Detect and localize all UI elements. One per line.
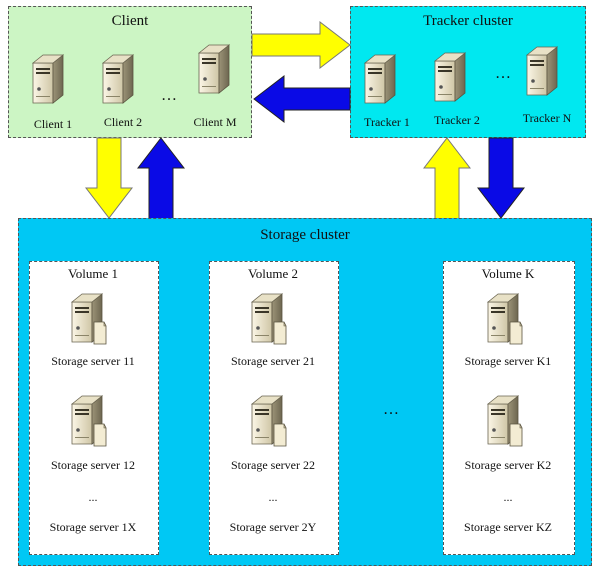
- client-2-server-icon: [102, 54, 134, 104]
- storage-server-label: Storage server K1: [464, 354, 552, 368]
- client-cluster: Client Client 1 Client 2 … Client M: [8, 6, 252, 138]
- tracker-to-client-arrow: [253, 74, 351, 124]
- volume-title: Volume K: [481, 266, 535, 281]
- storage-server-icon: [68, 288, 112, 348]
- volume-2: Volume 2 Storage server 21 Storage serve…: [209, 261, 339, 555]
- storage-server-label: Storage server 1X: [49, 520, 137, 534]
- client-m-label: Client M: [193, 115, 237, 129]
- client-cluster-title: Client: [111, 13, 149, 29]
- tracker-1-server-icon: [364, 54, 396, 104]
- tracker-cluster-title: Tracker cluster: [423, 13, 513, 29]
- client-1-label: Client 1: [33, 117, 73, 131]
- volume-title: Volume 1: [68, 266, 118, 281]
- volume-1: Volume 1 Storage server 11 Storage serve…: [29, 261, 159, 555]
- client-2-label: Client 2: [103, 115, 143, 129]
- tracker-2-label: Tracker 2: [434, 113, 480, 127]
- storage-to-tracker-arrow: [422, 137, 472, 221]
- storage-server-label: Storage server K2: [464, 458, 552, 472]
- tracker-ellipsis: …: [495, 65, 512, 82]
- volumes-ellipsis: …: [383, 401, 400, 418]
- storage-cluster-title: Storage cluster: [260, 227, 350, 243]
- client-to-storage-arrow: [84, 137, 134, 219]
- storage-cluster: Storage cluster Volume 1 Storage server …: [18, 218, 592, 566]
- volume-ellipsis: ...: [268, 490, 278, 504]
- storage-server-label: Storage server 11: [51, 354, 135, 368]
- tracker-1-label: Tracker 1: [364, 115, 410, 129]
- storage-server-label: Storage server 2Y: [229, 520, 317, 534]
- client-to-tracker-arrow: [251, 20, 351, 70]
- storage-server-label: Storage server 22: [231, 458, 315, 472]
- storage-server-icon: [248, 390, 292, 450]
- storage-server-icon: [484, 390, 528, 450]
- volume-k: Volume K Storage server K1 Storage serve…: [443, 261, 575, 555]
- tracker-n-server-icon: [526, 46, 558, 96]
- storage-server-icon: [248, 288, 292, 348]
- volume-title: Volume 2: [248, 266, 298, 281]
- storage-server-label: Storage server 12: [51, 458, 135, 472]
- volume-ellipsis: ...: [88, 490, 98, 504]
- storage-to-client-arrow: [136, 137, 186, 221]
- tracker-to-storage-arrow: [476, 137, 526, 219]
- volume-ellipsis: ...: [503, 490, 513, 504]
- client-m-server-icon: [198, 44, 230, 94]
- tracker-n-label: Tracker N: [522, 111, 572, 125]
- tracker-2-server-icon: [434, 52, 466, 102]
- tracker-cluster: Tracker cluster Tracker 1 Tracker 2 … Tr…: [350, 6, 586, 138]
- client-1-server-icon: [32, 54, 64, 104]
- client-ellipsis: …: [161, 87, 178, 104]
- storage-server-label: Storage server KZ: [464, 520, 552, 534]
- storage-server-icon: [484, 288, 528, 348]
- storage-server-label: Storage server 21: [231, 354, 315, 368]
- storage-server-icon: [68, 390, 112, 450]
